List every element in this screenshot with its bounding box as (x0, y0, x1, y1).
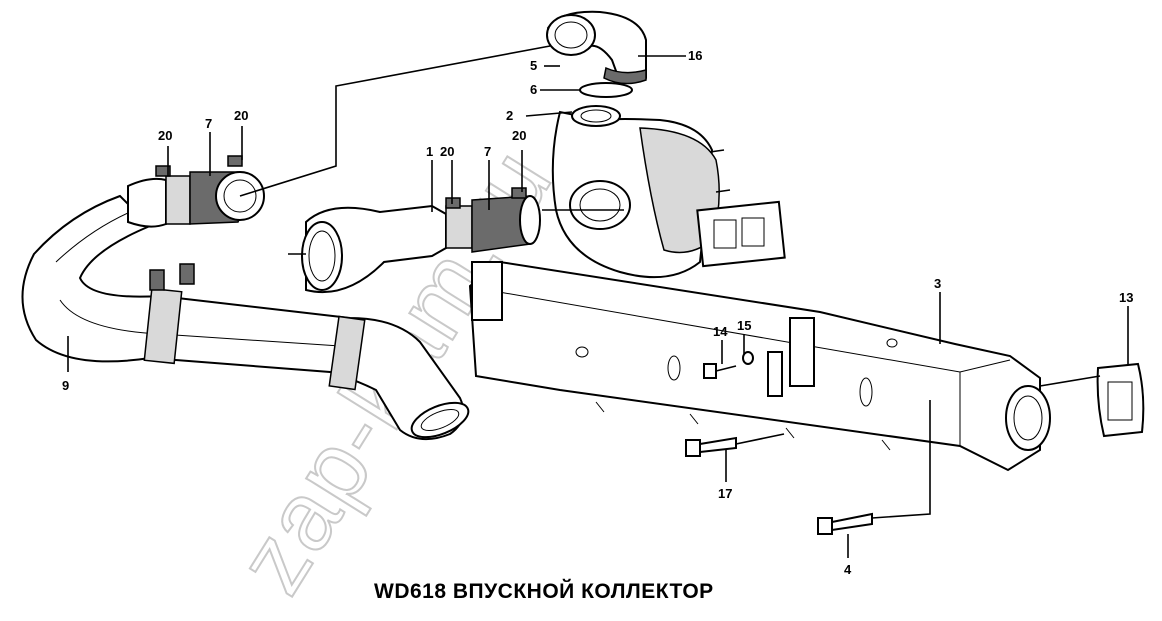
washer-part (742, 351, 754, 365)
callout-4: 4 (844, 562, 852, 577)
air-duct-part (21, 194, 470, 441)
callout-labels: 5 16 6 2 1 20 7 20 20 7 20 9 3 13 14 15 … (62, 48, 1133, 577)
callout-5: 5 (530, 58, 537, 73)
callout-20-b: 20 (512, 128, 526, 143)
callout-17: 17 (718, 486, 732, 501)
leader-lines (67, 45, 1129, 558)
callout-20-a: 20 (440, 144, 454, 159)
bolt-14-part (703, 363, 737, 379)
bolt-17-part (685, 436, 737, 457)
turbocharger-part (551, 105, 786, 279)
callout-2: 2 (506, 108, 513, 123)
callout-7-b: 7 (205, 116, 212, 131)
intake-manifold-part (468, 260, 1051, 472)
callout-13: 13 (1119, 290, 1133, 305)
callout-15: 15 (737, 318, 751, 333)
callout-9: 9 (62, 378, 69, 393)
callout-1: 1 (426, 144, 433, 159)
callout-20-c: 20 (158, 128, 172, 143)
callout-20-d: 20 (234, 108, 248, 123)
callout-3: 3 (934, 276, 941, 291)
callout-16: 16 (688, 48, 702, 63)
callout-6: 6 (530, 82, 537, 97)
callout-7-a: 7 (484, 144, 491, 159)
bolt-4-part (817, 512, 873, 535)
elbow-pipe-part (546, 10, 647, 85)
gasket-ring-part (579, 82, 633, 98)
left-hose-part (127, 155, 265, 228)
diagram-title: WD618 ВПУСКНОЙ КОЛЛЕКТОР (374, 579, 714, 603)
flange-gasket-part (1096, 362, 1145, 438)
callout-14: 14 (713, 324, 728, 339)
